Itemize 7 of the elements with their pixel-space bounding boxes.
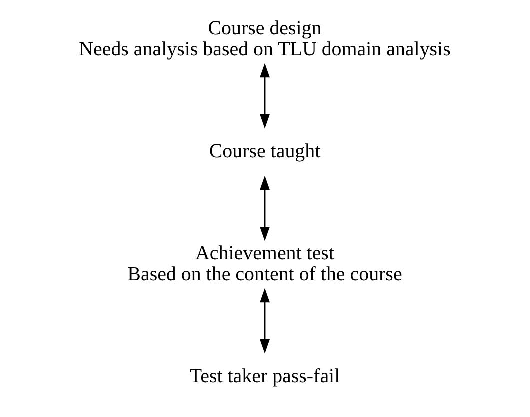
arrow <box>260 63 270 129</box>
arrow <box>260 176 270 242</box>
node-text: Course design Needs analysis based on TLU domain analysis <box>79 17 451 61</box>
arrow <box>260 288 270 354</box>
node-text: Test taker pass-fail <box>190 366 340 388</box>
node-text: Achievement test Based on the content of the course <box>128 242 402 286</box>
node-text: Course taught <box>209 140 321 163</box>
